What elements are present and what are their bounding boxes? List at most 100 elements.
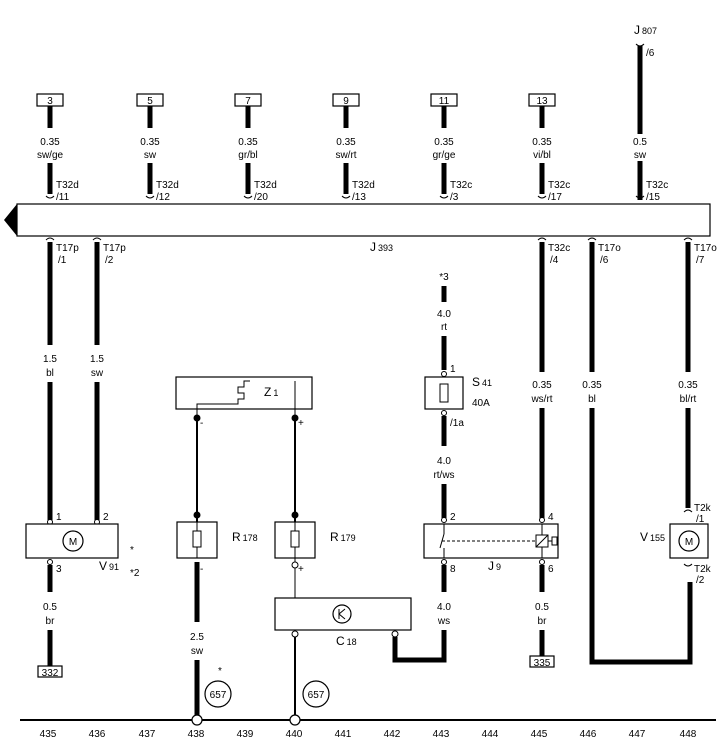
svg-text:448: 448 — [680, 729, 697, 740]
svg-text:1.5: 1.5 — [90, 354, 104, 365]
svg-text:437: 437 — [139, 729, 156, 740]
svg-text:7: 7 — [245, 96, 251, 107]
top-wire-col-443: 11 0.35 gr/ge T32c /3 — [430, 93, 472, 203]
svg-text:0.5: 0.5 — [633, 137, 647, 148]
svg-text:4.0: 4.0 — [437, 309, 451, 320]
svg-text:M: M — [69, 537, 77, 548]
svg-text:0.35: 0.35 — [532, 380, 552, 391]
ground-ref-657-a — [204, 680, 232, 708]
svg-text:0.35: 0.35 — [582, 380, 602, 391]
svg-text:332: 332 — [42, 668, 59, 679]
r179-resistor-symbol — [290, 530, 300, 548]
svg-text:+: + — [298, 564, 304, 575]
svg-text:0.5: 0.5 — [43, 602, 57, 613]
svg-text:br: br — [538, 616, 548, 627]
svg-text:T32d: T32d — [56, 180, 79, 191]
svg-text:/20: /20 — [254, 192, 268, 203]
svg-text:/12: /12 — [156, 192, 170, 203]
j393-bottom-pins: T17p /1 T17p /2 T32c /4 T17o /6 T17o /7 — [45, 237, 717, 266]
svg-text:T32c: T32c — [450, 180, 472, 191]
svg-text:-: - — [200, 418, 203, 429]
svg-text:/3: /3 — [450, 192, 459, 203]
svg-text:436: 436 — [89, 729, 106, 740]
svg-text:4.0: 4.0 — [437, 456, 451, 467]
svg-text:-: - — [200, 564, 203, 575]
svg-text:bl/rt: bl/rt — [680, 394, 697, 405]
svg-text:T2k: T2k — [694, 503, 712, 514]
svg-text:/6: /6 — [600, 255, 609, 266]
ground-junction-440 — [289, 714, 301, 726]
c18-suppressor-symbol — [332, 604, 352, 624]
svg-text:/17: /17 — [548, 192, 562, 203]
svg-text:T32d: T32d — [352, 180, 375, 191]
svg-text:1: 1 — [450, 364, 456, 375]
svg-text:br: br — [46, 616, 56, 627]
z1-heater — [175, 376, 313, 418]
svg-text:/7: /7 — [696, 255, 705, 266]
v91-motor: 1 2 M 3 — [25, 512, 119, 575]
motor-icon — [678, 530, 700, 552]
svg-text:/2: /2 — [696, 575, 705, 586]
svg-text:sw: sw — [634, 150, 647, 161]
svg-text:3: 3 — [56, 564, 62, 575]
svg-text:0.35: 0.35 — [532, 137, 552, 148]
svg-text:3: 3 — [47, 96, 53, 107]
svg-text:/11: /11 — [56, 192, 70, 203]
svg-text:2: 2 — [103, 512, 109, 523]
svg-text:/15: /15 — [646, 192, 660, 203]
svg-text:4: 4 — [548, 512, 554, 523]
v91-footnote-2: *2 — [130, 568, 140, 579]
svg-text:0.35: 0.35 — [678, 380, 698, 391]
svg-text:T32d: T32d — [156, 180, 179, 191]
svg-text:438: 438 — [188, 729, 205, 740]
ground-junction-438 — [191, 714, 203, 726]
svg-text:4.0: 4.0 — [437, 602, 451, 613]
svg-text:6: 6 — [548, 564, 554, 575]
svg-text:2.5: 2.5 — [190, 632, 204, 643]
svg-text:/4: /4 — [550, 255, 559, 266]
svg-text:T17p: T17p — [56, 243, 79, 254]
svg-text:442: 442 — [384, 729, 401, 740]
top-wire-col-439: 7 0.35 gr/bl T32d /20 — [234, 93, 277, 203]
svg-text:1: 1 — [56, 512, 62, 523]
svg-text:657: 657 — [308, 690, 325, 701]
svg-text:sw: sw — [191, 646, 204, 657]
svg-text:0.35: 0.35 — [140, 137, 160, 148]
continuation-arrow-left — [4, 204, 17, 236]
svg-text:440: 440 — [286, 729, 303, 740]
svg-text:*3: *3 — [439, 272, 449, 283]
j393-control-unit — [16, 203, 711, 237]
svg-text:335: 335 — [534, 658, 551, 669]
svg-text:gr/ge: gr/ge — [433, 150, 456, 161]
j807-pin: /6 — [646, 48, 655, 59]
svg-text:rt: rt — [441, 322, 447, 333]
svg-text:/13: /13 — [352, 192, 366, 203]
svg-text:sw: sw — [91, 368, 104, 379]
svg-text:T32c: T32c — [548, 243, 570, 254]
svg-text:T32c: T32c — [548, 180, 570, 191]
footer-column-numbers: 435 436 437 438 439 440 441 442 443 444 … — [40, 729, 697, 740]
svg-text:11: 11 — [439, 96, 450, 107]
svg-text:sw: sw — [144, 150, 157, 161]
svg-text:vi/bl: vi/bl — [533, 150, 551, 161]
svg-text:435: 435 — [40, 729, 57, 740]
svg-text:T17o: T17o — [694, 243, 717, 254]
ground-ref-657-b — [302, 680, 330, 708]
svg-text:/2: /2 — [105, 255, 114, 266]
svg-text:+: + — [298, 418, 304, 429]
svg-text:ws: ws — [437, 616, 450, 627]
svg-text:T17p: T17p — [103, 243, 126, 254]
top-wire-col-441: 9 0.35 sw/rt T32d /13 — [332, 93, 375, 203]
svg-text:T32d: T32d — [254, 180, 277, 191]
svg-text:bl: bl — [46, 368, 54, 379]
svg-text:ws/rt: ws/rt — [530, 394, 552, 405]
svg-text:657: 657 — [210, 690, 227, 701]
v91-footnote-1: * — [130, 545, 134, 556]
